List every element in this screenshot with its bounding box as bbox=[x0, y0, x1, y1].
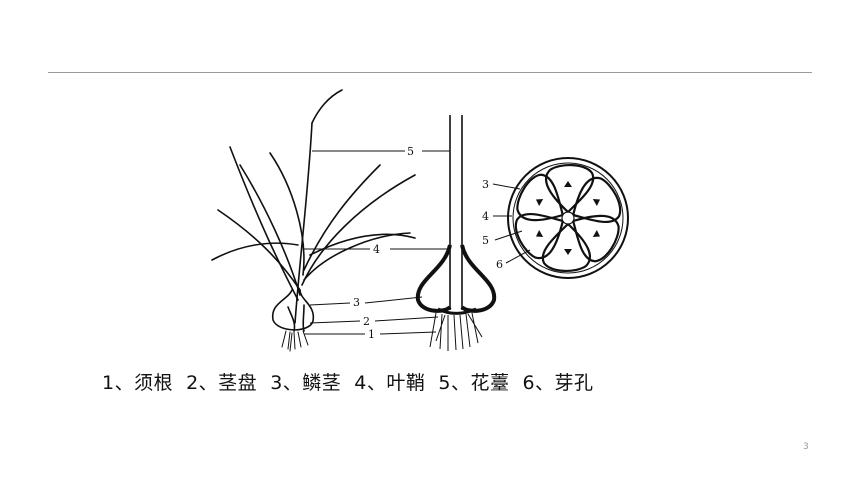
plant-label-5: 5 bbox=[407, 145, 414, 158]
cross-label-6: 6 bbox=[496, 258, 503, 271]
cross-label-4: 4 bbox=[482, 210, 489, 223]
caption-item: 3、鳞茎 bbox=[270, 372, 342, 394]
caption-item: 5、花薹 bbox=[438, 372, 510, 394]
plant-leader-lines bbox=[304, 150, 405, 335]
caption-item: 6、芽孔 bbox=[522, 372, 594, 394]
diagram-caption: 1、须根 2、茎盘 3、鳞茎 4、叶鞘 5、花薹 6、芽孔 bbox=[102, 368, 607, 395]
garlic-cross-section bbox=[507, 157, 629, 279]
garlic-plant bbox=[211, 89, 416, 352]
garlic-structure-diagram: 5 4 3 2 1 bbox=[200, 85, 650, 360]
cross-label-5: 5 bbox=[482, 234, 489, 247]
plant-label-2: 2 bbox=[363, 315, 370, 328]
caption-item: 4、叶鞘 bbox=[354, 372, 426, 394]
cross-label-3: 3 bbox=[482, 178, 489, 191]
garlic-drawing: 5 4 3 2 1 bbox=[211, 89, 629, 352]
top-divider bbox=[48, 72, 812, 73]
cross-leader-lines bbox=[492, 183, 531, 264]
section-leader-lines bbox=[364, 150, 450, 335]
plant-label-3: 3 bbox=[353, 296, 360, 309]
garlic-longitudinal-section bbox=[415, 115, 497, 351]
caption-item: 1、须根 bbox=[102, 372, 174, 394]
plant-label-1: 1 bbox=[368, 328, 375, 341]
page-number: 3 bbox=[803, 442, 809, 452]
caption-item: 2、茎盘 bbox=[186, 372, 258, 394]
plant-label-4: 4 bbox=[373, 243, 380, 256]
